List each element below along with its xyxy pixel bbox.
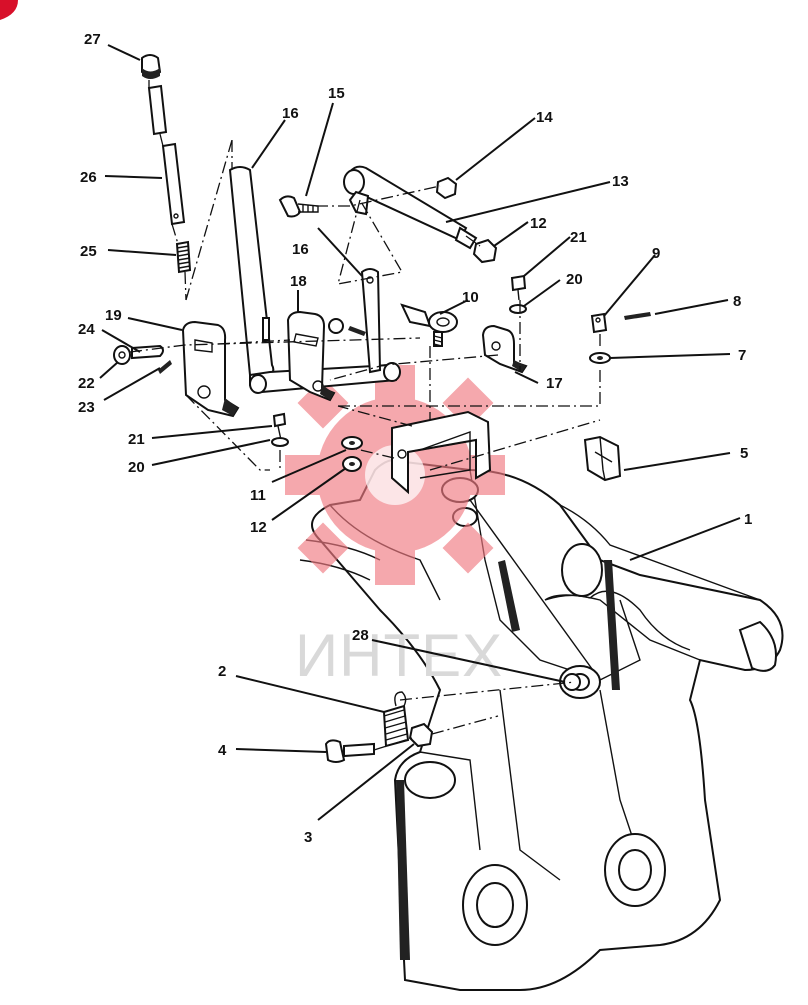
spring-25 [175, 240, 192, 274]
bracket-17 [481, 324, 528, 374]
callout-7: 7 [738, 347, 746, 364]
washer-22 [113, 345, 131, 365]
callout-15: 15 [328, 85, 345, 102]
callout-16-upper: 16 [282, 105, 299, 122]
support-bracket [391, 410, 492, 495]
block-5 [583, 435, 622, 482]
callout-12-upper: 12 [530, 215, 547, 232]
washer-11 [341, 436, 363, 450]
callout-14: 14 [536, 109, 553, 126]
callout-5: 5 [740, 445, 748, 462]
callout-1: 1 [744, 511, 752, 528]
callout-labels: 27 26 25 19 24 22 23 21 20 11 12 16 16 1… [78, 31, 752, 846]
cap-27 [141, 54, 162, 79]
pin-9 [590, 312, 608, 334]
callout-22: 22 [78, 375, 95, 392]
callout-12-lower: 12 [250, 519, 267, 536]
nut-3 [408, 722, 434, 748]
assembly-lines [129, 80, 601, 751]
link-16b [360, 268, 382, 374]
callout-28: 28 [352, 627, 369, 644]
nut-14 [435, 176, 458, 200]
watermark-text: ИНТЕХ [295, 622, 503, 689]
callout-17: 17 [546, 375, 563, 392]
callout-19: 19 [105, 307, 122, 324]
rod-end-10 [400, 303, 458, 347]
callout-10: 10 [462, 289, 479, 306]
callout-23: 23 [78, 399, 95, 416]
rod-26 [161, 142, 186, 226]
bolt-15 [278, 195, 319, 218]
nut-12-lower [342, 456, 362, 472]
bracket-19 [181, 320, 240, 418]
shaft-13 [343, 165, 478, 250]
callout-24: 24 [78, 321, 95, 338]
washer-20-lower [271, 437, 289, 447]
callout-26: 26 [80, 169, 97, 186]
callout-4: 4 [218, 742, 227, 759]
spring-2 [382, 691, 410, 748]
bracket-18 [286, 310, 336, 402]
rod-upper [147, 84, 168, 136]
washer-7 [589, 352, 611, 364]
screw-21-lower [272, 412, 287, 441]
cotter-23 [158, 360, 172, 374]
callout-3: 3 [304, 829, 312, 846]
callout-9: 9 [652, 245, 660, 262]
callout-16-lower: 16 [292, 241, 309, 258]
callout-25: 25 [80, 243, 97, 260]
nut-12-upper [472, 238, 498, 264]
callout-21-upper: 21 [570, 229, 587, 246]
callout-11: 11 [250, 487, 266, 504]
leader-lines [99, 44, 741, 821]
callout-2: 2 [218, 663, 226, 680]
callout-18: 18 [290, 273, 307, 290]
washer-pin-18 [328, 318, 366, 336]
screw-21-upper [510, 274, 527, 301]
callout-20-lower: 20 [128, 459, 145, 476]
corner-badge [0, 0, 18, 20]
pin-28 [563, 673, 581, 691]
washer-20-upper [509, 304, 527, 314]
callout-20-upper: 20 [566, 271, 583, 288]
bolt-4 [324, 739, 375, 763]
callout-8: 8 [733, 293, 741, 310]
spring-pin-8 [624, 312, 651, 320]
callout-13: 13 [612, 173, 629, 190]
callout-21-lower: 21 [128, 431, 145, 448]
callout-27: 27 [84, 31, 101, 48]
